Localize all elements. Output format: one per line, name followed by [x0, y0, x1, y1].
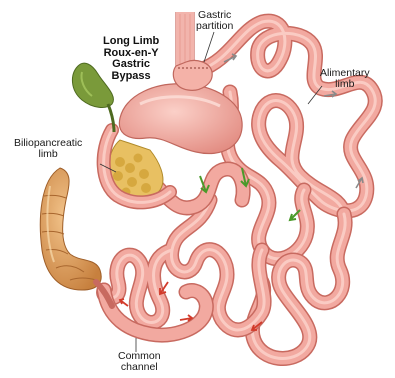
title-line: Bypass — [103, 71, 159, 83]
label-common-channel: Common channel — [118, 351, 161, 373]
biliopancreatic-limb — [104, 130, 170, 202]
label-alimentary-limb: Alimentary limb — [320, 68, 370, 90]
label-line: limb — [14, 149, 82, 160]
label-line: partition — [196, 21, 233, 32]
colon — [40, 168, 112, 306]
title-line: Gastric — [103, 59, 159, 71]
label-biliopancreatic-limb: Biliopancreatic limb — [14, 138, 82, 160]
diagram-title: Long Limb Roux-en-Y Gastric Bypass — [103, 36, 159, 82]
label-gastric-partition: Gastric partition — [196, 10, 233, 32]
gastric-pouch — [173, 60, 212, 90]
label-line: channel — [118, 362, 161, 373]
label-line: limb — [320, 79, 370, 90]
title-line: Long Limb — [103, 36, 159, 48]
